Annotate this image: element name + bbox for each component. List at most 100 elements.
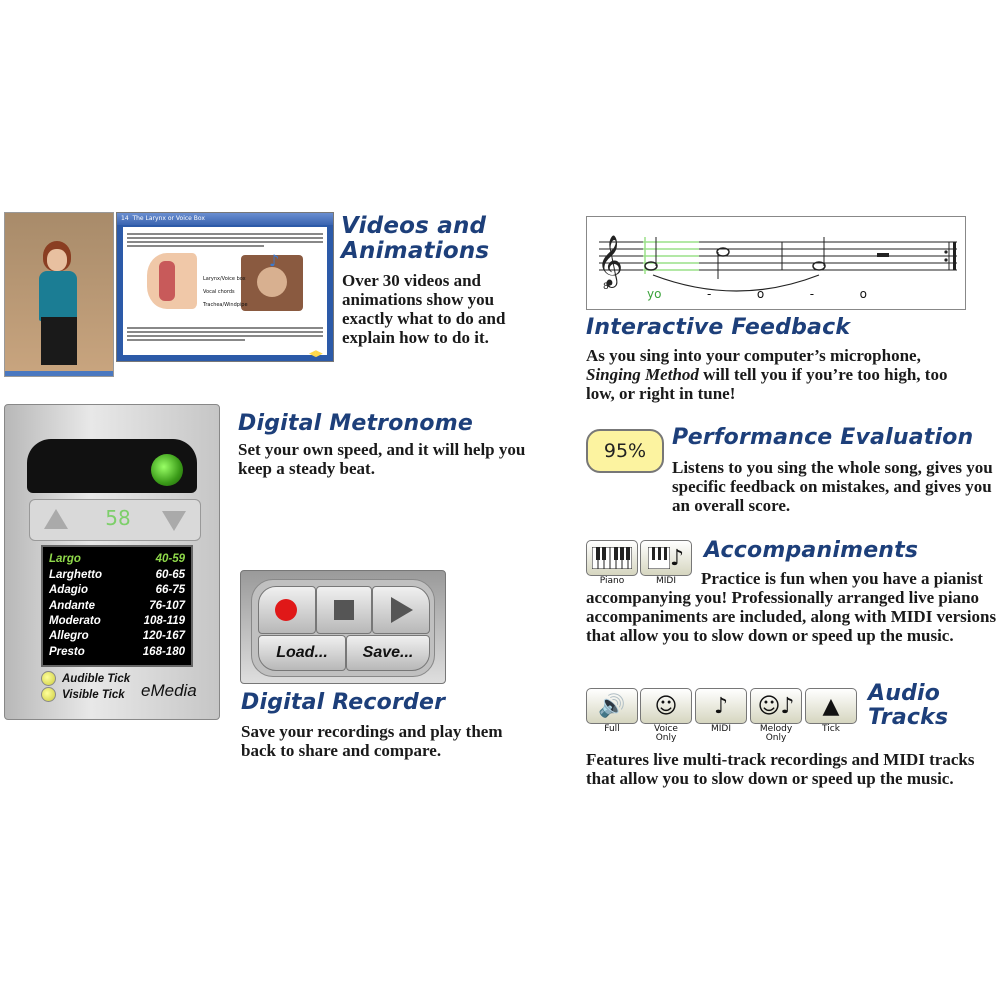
recorder-panel: Load... Save...: [251, 579, 435, 677]
audio-title: Audio Tracks: [868, 682, 948, 730]
accompaniments-title: Accompaniments: [704, 538, 919, 563]
track-label: Tick: [822, 724, 840, 734]
diagram-label: Trachea/Windpipe: [203, 302, 248, 308]
diagram-label: Larynx/Voice box: [203, 276, 246, 282]
note-icon: ♪: [269, 251, 280, 270]
load-button[interactable]: Load...: [258, 635, 346, 671]
videos-title-line2: Animations: [341, 238, 490, 264]
diagram-labels: Larynx/Voice box Vocal chords Trachea/Wi…: [203, 273, 248, 312]
audio-title-line1: Audio: [868, 681, 941, 706]
audible-tick-label: Audible Tick: [62, 672, 131, 685]
lyric-syllable: o: [859, 287, 867, 301]
instructor-face: [47, 249, 67, 271]
lyric-syllable: -: [706, 287, 712, 301]
slide-content: ♪ Larynx/Voice box Vocal chords Trachea/…: [123, 227, 327, 355]
accompaniments-body: Practice is fun when you have a pianist …: [586, 569, 997, 645]
tempo-controls: 58: [29, 499, 201, 541]
visible-tick-label: Visible Tick: [62, 688, 125, 701]
feedback-title: Interactive Feedback: [586, 315, 851, 340]
record-icon: [275, 599, 297, 621]
recorder-body: Save your recordings and play them back …: [241, 722, 503, 760]
piano-icon[interactable]: [586, 540, 638, 576]
midi-keys-svg: [647, 547, 670, 569]
videos-title-line1: Videos and: [341, 213, 487, 239]
lyric-syllable: o: [756, 287, 765, 301]
tempo-up-button[interactable]: [44, 509, 68, 529]
feedback-staff: 𝄞 8 yo - o - o: [586, 216, 966, 310]
lyric-syllable: -: [809, 287, 815, 301]
midi-icon[interactable]: ♪: [640, 540, 692, 576]
video-progress[interactable]: [5, 371, 113, 376]
slide-number: 14: [121, 215, 129, 222]
audible-tick-toggle[interactable]: Audible Tick: [41, 671, 130, 686]
videos-body: Over 30 videos and animations show you e…: [342, 271, 506, 347]
evaluation-title: Performance Evaluation: [672, 425, 974, 450]
metronome-glyph: ▲: [822, 693, 840, 719]
note-icon[interactable]: ♪: [695, 688, 747, 724]
voice-icon[interactable]: ☺: [640, 688, 692, 724]
larynx-animation[interactable]: 14 The Larynx or Voice Box ♪ Larynx/Voic…: [116, 212, 334, 362]
speaker-glyph: 🔊: [598, 693, 626, 719]
metronome-title: Digital Metronome: [238, 411, 473, 436]
slide-title: The Larynx or Voice Box: [132, 215, 205, 222]
score-bubble: 95%: [586, 429, 664, 473]
evaluation-body: Listens to you sing the whole song, give…: [672, 458, 993, 515]
feedback-body-pre: As you sing into your computer’s microph…: [586, 346, 921, 365]
track-label: Full: [604, 724, 620, 734]
stop-icon: [334, 600, 354, 620]
audio-body: Features live multi-track recordings and…: [586, 750, 975, 788]
lyrics-row: yo - o - o: [647, 287, 867, 301]
piano-label: Piano: [599, 576, 625, 586]
recorder-device: Load... Save...: [240, 570, 446, 684]
emedia-logo: eMedia: [141, 681, 197, 700]
note-glyph: ♪: [713, 693, 729, 719]
bpm-display: 58: [105, 506, 131, 530]
feedback-body-em: Singing Method: [586, 365, 699, 384]
instructor-skirt: [41, 317, 77, 365]
slide-title-bar: 14 The Larynx or Voice Box: [117, 213, 333, 225]
feedback-body: As you sing into your computer’s microph…: [586, 346, 976, 403]
metronome-body: Set your own speed, and it will help you…: [238, 440, 526, 478]
recorder-title: Digital Recorder: [241, 690, 446, 715]
save-button[interactable]: Save...: [346, 635, 430, 671]
record-button[interactable]: [258, 586, 316, 634]
nav-arrows-icon[interactable]: ◀▶: [309, 349, 323, 359]
slide-text-lines: [127, 231, 323, 249]
videos-title: Videos and Animations: [341, 214, 489, 264]
instructor-video[interactable]: [4, 212, 114, 377]
play-button[interactable]: [372, 586, 430, 634]
toggle-dot-icon: [41, 687, 56, 702]
speaker-icon[interactable]: 🔊: [586, 688, 638, 724]
stop-button[interactable]: [316, 586, 372, 634]
tempo-down-button[interactable]: [162, 511, 186, 531]
treble-clef-icon: 𝄞: [597, 235, 623, 288]
vocal-cords-inner: [257, 267, 287, 297]
track-label: MIDI: [710, 724, 731, 734]
audio-title-line2: Tracks: [868, 705, 949, 730]
piano-keys-svg: [592, 547, 632, 569]
lyric-syllable: yo: [647, 287, 662, 301]
svg-text:8: 8: [603, 282, 609, 292]
melody-icon[interactable]: ☺♪: [750, 688, 802, 724]
voice-glyph: ☺: [654, 693, 678, 719]
visible-tick-toggle[interactable]: Visible Tick: [41, 687, 125, 702]
feedback-body-post: will tell you if you’re too high, too lo…: [586, 365, 948, 403]
metronome-icon[interactable]: ▲: [805, 688, 857, 724]
toggle-dot-icon: [41, 671, 56, 686]
melody-glyph: ☺♪: [757, 693, 795, 719]
play-icon: [391, 597, 413, 623]
midi-label: MIDI: [655, 576, 676, 586]
slide-caption-lines: [127, 325, 323, 343]
staff-svg: 𝄞 8: [597, 235, 957, 292]
